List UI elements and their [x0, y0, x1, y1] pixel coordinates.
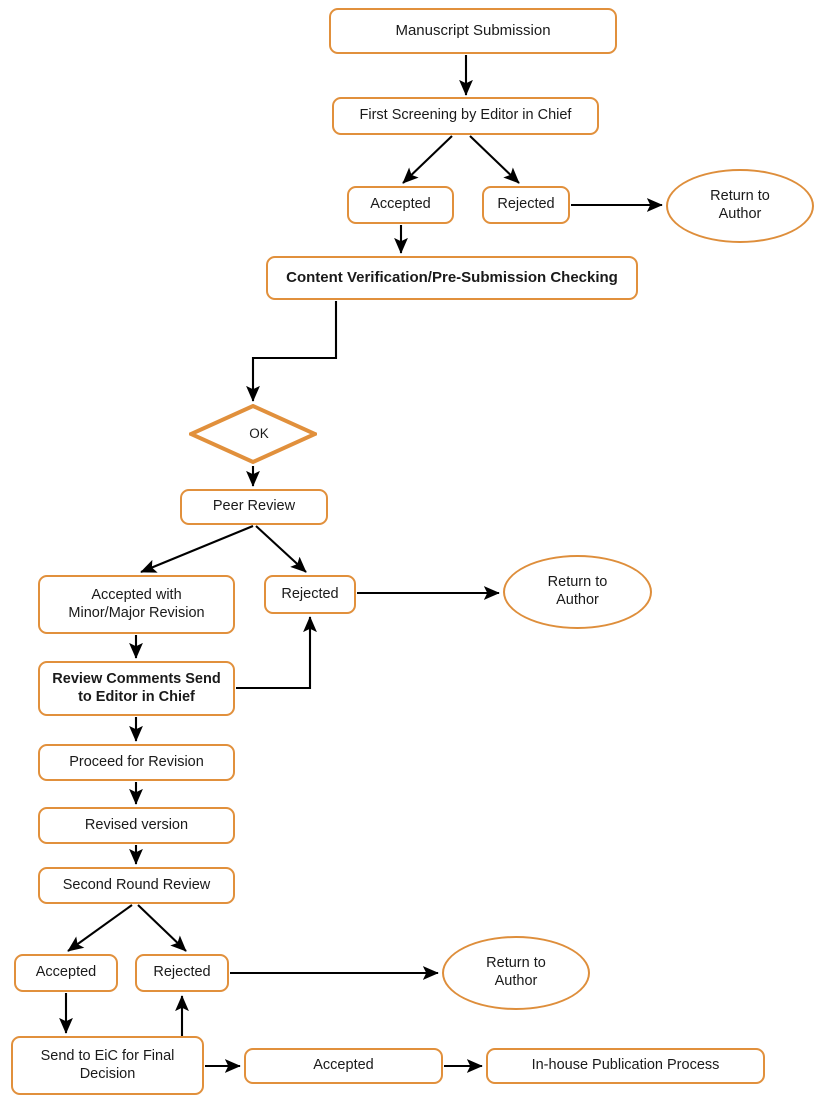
node-rejected-2[interactable]: Rejected: [264, 575, 356, 614]
node-send-to-eic[interactable]: Send to EiC for Final Decision: [11, 1036, 204, 1095]
node-label: Rejected: [153, 964, 211, 981]
node-label: Manuscript Submission: [395, 21, 551, 39]
node-label: Revised version: [84, 816, 189, 833]
node-label: Proceed for Revision: [69, 753, 204, 770]
node-label: Accepted: [35, 964, 97, 981]
node-first-screening[interactable]: First Screening by Editor in Chief: [332, 97, 599, 135]
node-label: In-house Publication Process: [531, 1057, 720, 1074]
node-label: Return to Author: [710, 188, 770, 222]
edge-peer-to-rejected2: [255, 525, 307, 573]
edge-screening-to-accepted1: [402, 135, 453, 184]
node-second-round-review[interactable]: Second Round Review: [38, 867, 235, 904]
edge-comments-to-rejected2: [236, 616, 317, 690]
node-peer-review[interactable]: Peer Review: [180, 489, 328, 525]
node-label: Peer Review: [212, 498, 296, 515]
edge-content-to-ok: [246, 301, 338, 402]
node-label: Review Comments Send to Editor in Chief: [52, 670, 221, 705]
edge-second-to-accepted2: [67, 904, 133, 952]
edge-peer-to-accepted-revision: [140, 525, 254, 573]
node-label: First Screening by Editor in Chief: [359, 107, 572, 124]
node-label: Accepted: [313, 1057, 374, 1074]
node-rejected-1[interactable]: Rejected: [482, 186, 570, 224]
edge-screening-to-rejected1: [469, 135, 520, 184]
node-label: Rejected: [281, 585, 339, 602]
node-review-comments[interactable]: Review Comments Send to Editor in Chief: [38, 661, 235, 716]
node-label: Content Verification/Pre-Submission Chec…: [286, 268, 618, 286]
node-content-verification[interactable]: Content Verification/Pre-Submission Chec…: [266, 256, 638, 300]
node-label: Return to Author: [486, 955, 546, 989]
node-label: Accepted: [370, 196, 431, 213]
node-accepted-1[interactable]: Accepted: [347, 186, 454, 224]
node-label: Second Round Review: [62, 876, 211, 893]
node-manuscript-submission[interactable]: Manuscript Submission: [329, 8, 617, 54]
node-return-to-author-3[interactable]: Return to Author: [442, 936, 590, 1010]
node-revised-version[interactable]: Revised version: [38, 807, 235, 844]
edge-second-to-rejected3: [137, 904, 187, 952]
node-accepted-2[interactable]: Accepted: [14, 954, 118, 992]
node-accepted-3[interactable]: Accepted: [244, 1048, 443, 1084]
node-return-to-author-2[interactable]: Return to Author: [503, 555, 652, 629]
node-label: Return to Author: [547, 574, 608, 608]
diamond-shape-icon: [189, 404, 317, 464]
node-label: Rejected: [497, 196, 555, 213]
node-in-house-publication[interactable]: In-house Publication Process: [486, 1048, 765, 1084]
node-ok-decision[interactable]: OK: [189, 404, 317, 464]
node-proceed-for-revision[interactable]: Proceed for Revision: [38, 744, 235, 781]
node-label: Send to EiC for Final Decision: [40, 1047, 175, 1082]
node-label: Accepted with Minor/Major Revision: [68, 586, 205, 621]
node-return-to-author-1[interactable]: Return to Author: [666, 169, 814, 243]
node-label: OK: [249, 425, 269, 441]
node-rejected-3[interactable]: Rejected: [135, 954, 229, 992]
node-accepted-with-revision[interactable]: Accepted with Minor/Major Revision: [38, 575, 235, 634]
